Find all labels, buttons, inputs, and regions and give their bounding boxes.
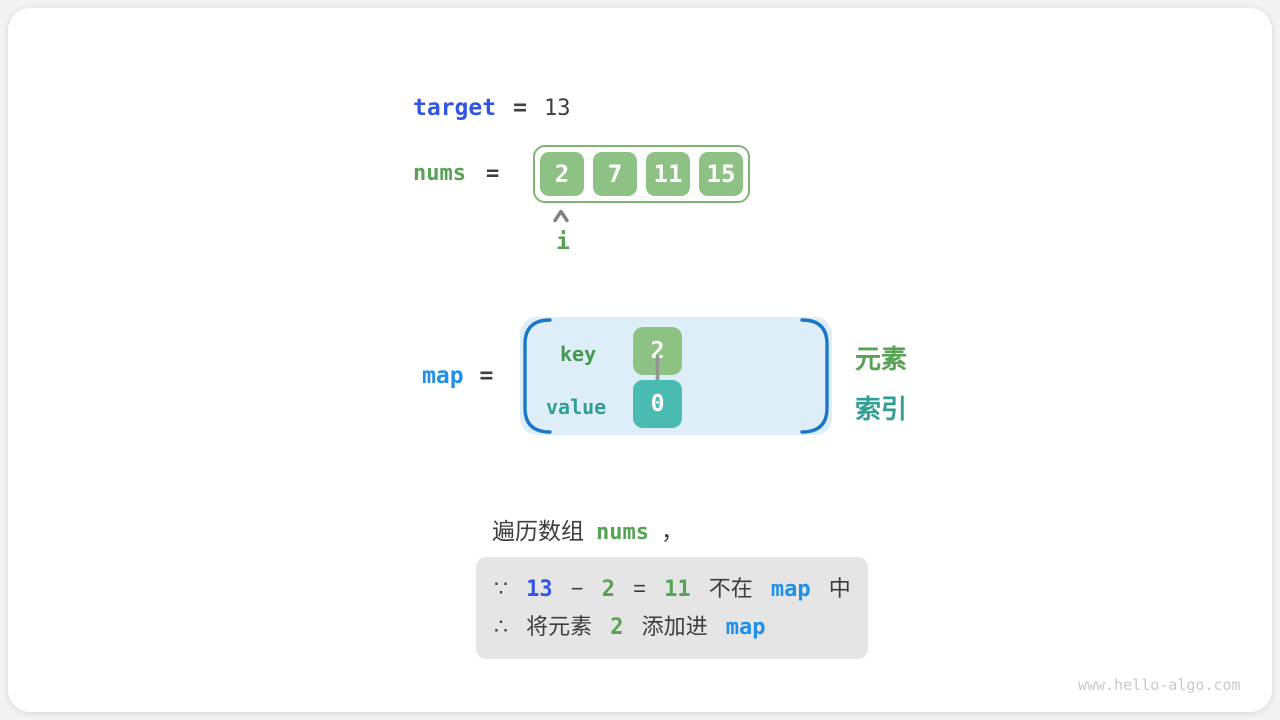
map-code: map [725,615,766,640]
annotation-index: 索引 [855,394,908,424]
site-watermark: www.hello-algo.com [1078,676,1241,694]
map-value-label: value [546,395,607,419]
caption-nums-code: nums [596,520,649,545]
minus-sign: − [570,576,584,601]
array-cell: 11 [646,152,690,196]
add-text-1: 将元素 [526,614,593,639]
add-text-2: 添加进 [641,614,708,639]
nums-label: nums [413,161,466,186]
caption-suffix: ， [660,518,684,544]
conclusion-line-2: ∴ 将元素 2 添加进 map [494,608,850,646]
nums-assignment: nums = [413,161,499,186]
minuend: 13 [526,577,553,602]
target-assignment: target = 13 [413,95,570,121]
equals-sign: = [633,576,646,601]
element-value: 2 [610,615,624,640]
conclusion-line-1: ∵ 13 − 2 = 11 不在 map 中 [494,570,851,608]
caption-prefix: 遍历数组 [492,518,584,544]
subtrahend: 2 [601,577,615,602]
because-symbol: ∵ [494,576,508,601]
target-label: target [413,95,497,121]
conclusion-box: ∵ 13 − 2 = 11 不在 map 中 ∴ 将元素 2 添加进 map [476,557,868,659]
array-cell: 2 [540,152,584,196]
target-value: 13 [543,96,571,121]
difference: 11 [664,577,691,602]
target-equals: = [513,95,527,121]
in-suffix-text: 中 [828,576,851,601]
caret-up-icon [553,209,569,223]
therefore-symbol: ∴ [494,614,508,639]
array-cell: 15 [699,152,743,196]
map-bracket-icon [523,318,829,434]
nums-array: 2 7 11 15 [533,145,750,203]
not-in-text: 不在 [708,576,753,601]
map-container: key 2 value 0 [520,317,832,435]
map-label: map [422,363,464,389]
array-cell: 7 [593,152,637,196]
map-equals: = [479,363,494,389]
map-key-label: key [560,342,597,366]
map-code: map [770,577,811,602]
nums-equals: = [485,161,500,186]
map-value-cell: 0 [633,380,682,428]
map-assignment: map = [422,363,493,389]
caption-line: 遍历数组 nums ， [492,512,684,546]
index-pointer-label: i [556,229,570,255]
annotation-element: 元素 [855,344,908,374]
